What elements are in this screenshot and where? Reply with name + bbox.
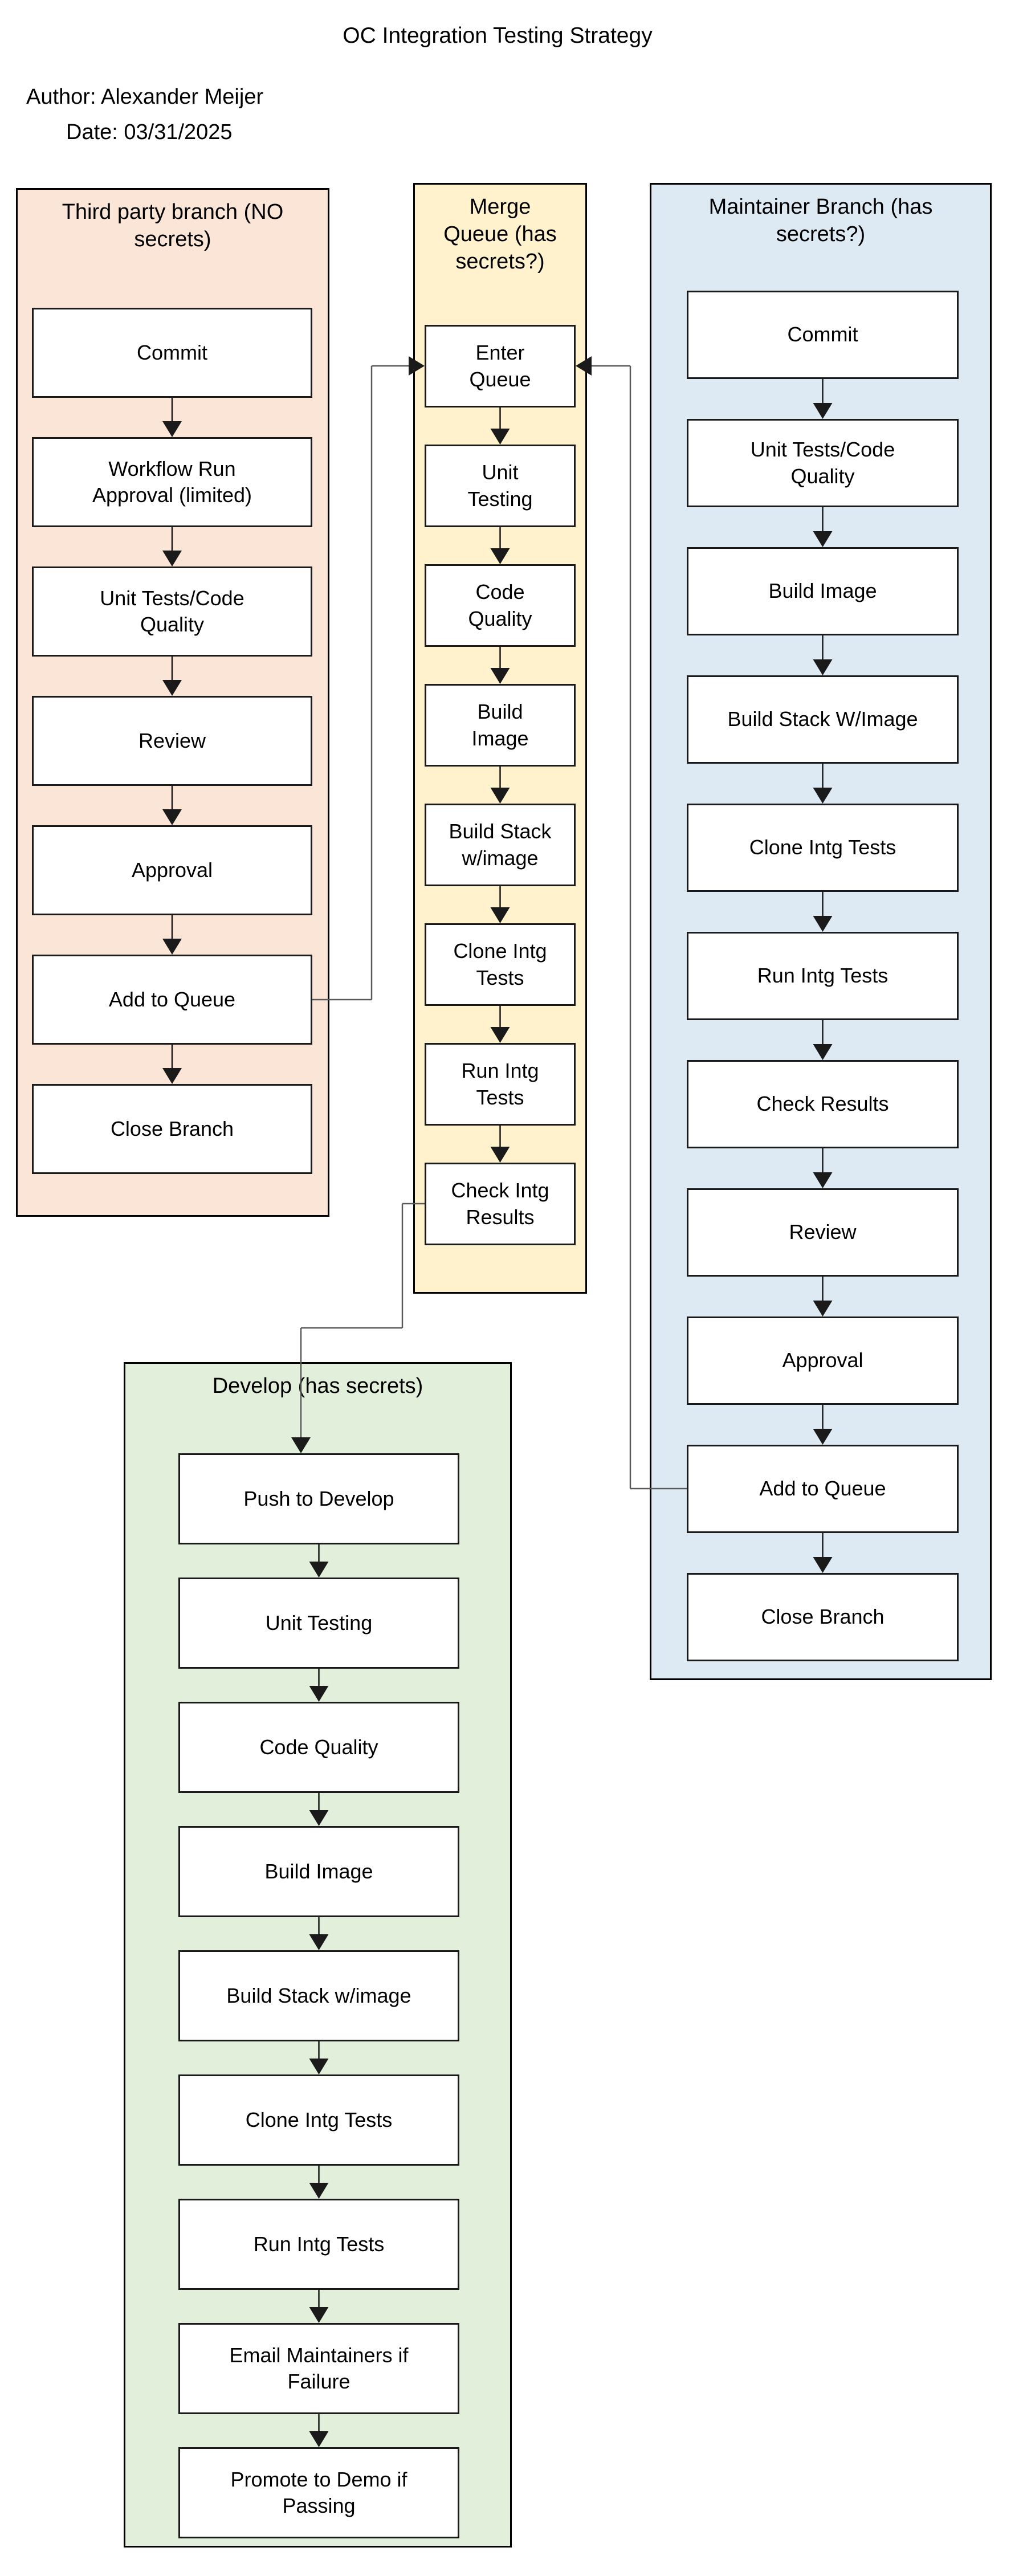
flow-node-dv-run-intg: Run Intg Tests — [178, 2199, 459, 2290]
flow-node-mq-clone-intg: Clone Intg Tests — [425, 923, 576, 1006]
flow-node-dv-clone-intg: Clone Intg Tests — [178, 2074, 459, 2166]
flow-node-tp-commit: Commit — [32, 308, 312, 398]
flow-node-mb-add-to-queue: Add to Queue — [687, 1445, 959, 1533]
flow-node-tp-review: Review — [32, 696, 312, 786]
page-title: OC Integration Testing Strategy — [343, 23, 653, 48]
lane-title-maintainer: Maintainer Branch (has secrets?) — [708, 195, 933, 246]
flow-node-mq-build-stack: Build Stack w/image — [425, 804, 576, 886]
flow-node-dv-code-quality: Code Quality — [178, 1702, 459, 1793]
flow-node-dv-email-maint: Email Maintainers if Failure — [178, 2323, 459, 2414]
flow-node-mb-unit-tests: Unit Tests/Code Quality — [687, 419, 959, 507]
flow-node-dv-push-to-develop: Push to Develop — [178, 1453, 459, 1544]
flow-node-mq-check-intg: Check Intg Results — [425, 1163, 576, 1245]
flow-node-mb-run-intg: Run Intg Tests — [687, 932, 959, 1020]
date-line: Date: 03/31/2025 — [66, 120, 233, 144]
flow-node-tp-approval: Approval — [32, 825, 312, 915]
flow-node-tp-unit-tests: Unit Tests/Code Quality — [32, 566, 312, 657]
flow-node-mq-run-intg: Run Intg Tests — [425, 1043, 576, 1126]
flow-node-dv-unit-testing: Unit Testing — [178, 1578, 459, 1669]
flow-node-mb-check-results: Check Results — [687, 1060, 959, 1148]
flow-node-mb-review: Review — [687, 1188, 959, 1277]
flow-node-mb-approval: Approval — [687, 1316, 959, 1405]
flow-node-dv-build-stack: Build Stack w/image — [178, 1950, 459, 2041]
flow-node-dv-build-image: Build Image — [178, 1826, 459, 1917]
flow-node-mb-close-branch: Close Branch — [687, 1573, 959, 1661]
flow-node-tp-add-to-queue: Add to Queue — [32, 955, 312, 1045]
lane-title-merge-queue: Merge Queue (has secrets?) — [443, 195, 557, 274]
flow-node-dv-promote-demo: Promote to Demo if Passing — [178, 2447, 459, 2538]
flow-node-tp-close-branch: Close Branch — [32, 1084, 312, 1174]
flow-node-mb-clone-intg: Clone Intg Tests — [687, 804, 959, 892]
author-line: Author: Alexander Meijer — [26, 85, 264, 109]
flow-node-mb-build-image: Build Image — [687, 547, 959, 635]
flow-node-mq-enter-queue: Enter Queue — [425, 325, 576, 407]
flow-node-mb-commit: Commit — [687, 291, 959, 379]
flow-node-mq-code-quality: Code Quality — [425, 564, 576, 647]
lane-title-develop: Develop (has secrets) — [212, 1374, 423, 1398]
flow-node-mb-build-stack: Build Stack W/Image — [687, 675, 959, 764]
flow-node-tp-workflow-approval: Workflow Run Approval (limited) — [32, 437, 312, 527]
lane-title-third-party: Third party branch (NO secrets) — [62, 200, 284, 251]
flow-node-mq-unit-testing: Unit Testing — [425, 445, 576, 527]
flow-node-mq-build-image: Build Image — [425, 684, 576, 767]
